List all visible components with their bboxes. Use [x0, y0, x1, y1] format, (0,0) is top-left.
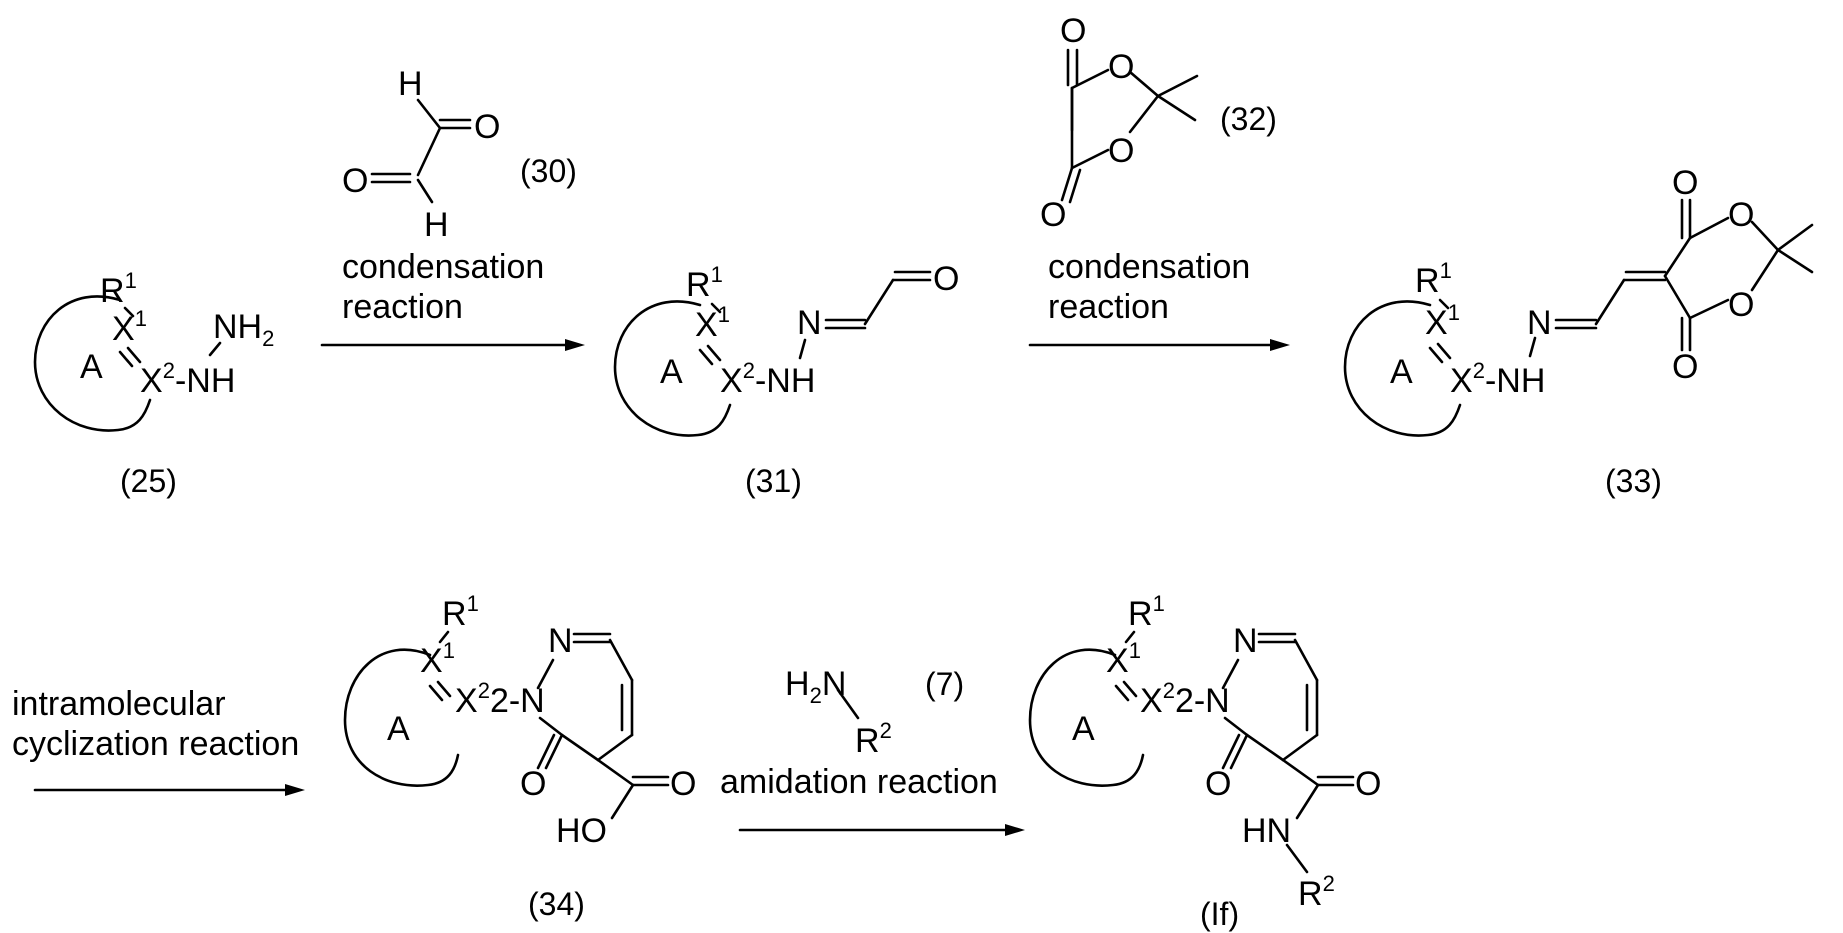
o-atom: O — [670, 765, 696, 803]
o-atom: O — [1108, 48, 1134, 86]
o-atom: O — [1060, 12, 1086, 50]
x2-n-label: X22-N — [1140, 678, 1230, 720]
n-atom: N — [797, 304, 822, 342]
r1-label: R1 — [1128, 591, 1165, 633]
r1-label: R1 — [100, 268, 137, 310]
ring-a-label: A — [1072, 710, 1095, 748]
compound-30-label: (30) — [520, 153, 577, 189]
o-atom: O — [1672, 348, 1698, 386]
o-atom: O — [933, 260, 959, 298]
step3-arrow: intramolecular cyclization reaction — [12, 685, 305, 796]
x1-label: X1 — [112, 306, 147, 348]
n-atom: N — [548, 622, 573, 660]
ring-a-label: A — [80, 348, 103, 386]
step2-text-line2: reaction — [1048, 288, 1169, 326]
compound-32-label: (32) — [1220, 101, 1277, 137]
compound-7: H2N R2 (7) — [785, 665, 964, 760]
o-atom: O — [1040, 196, 1066, 234]
o-atom: O — [1728, 196, 1754, 234]
r2-label: R2 — [1298, 871, 1335, 913]
o-atom: O — [1205, 765, 1231, 803]
o-atom: O — [520, 765, 546, 803]
x1-label: X1 — [1106, 638, 1141, 680]
n-atom: N — [1527, 304, 1552, 342]
step4-arrow: amidation reaction — [720, 763, 1025, 836]
x2-nh-label: X2-NH — [720, 358, 815, 400]
step1-arrow: condensation reaction — [322, 248, 585, 351]
compound-34: A R1 X1 X22-N N O O HO (34) — [345, 591, 696, 922]
step2-arrow: condensation reaction — [1030, 248, 1290, 351]
compound-25: A R1 X1 X2-NH NH2 (25) — [35, 268, 274, 499]
compound-7-label: (7) — [925, 666, 964, 702]
ring-a-label: A — [387, 710, 410, 748]
x2-nh-label: X2-NH — [1450, 358, 1545, 400]
x2-n-label: X22-N — [455, 678, 545, 720]
step3-text-line1: intramolecular — [12, 685, 226, 723]
compound-34-label: (34) — [528, 886, 585, 922]
x1-label: X1 — [1425, 300, 1460, 342]
o-atom: O — [474, 108, 500, 146]
compound-33: A R1 X1 X2-NH N O O O O (33) — [1345, 164, 1812, 499]
x2-nh-label: X2-NH — [140, 358, 235, 400]
compound-31-label: (31) — [745, 463, 802, 499]
o-atom: O — [342, 162, 368, 200]
r2-label: R2 — [855, 718, 892, 760]
compound-33-label: (33) — [1605, 463, 1662, 499]
o-atom: O — [1672, 164, 1698, 202]
compound-if-label: (If) — [1200, 896, 1239, 932]
x1-label: X1 — [695, 302, 730, 344]
compound-25-label: (25) — [120, 463, 177, 499]
h-atom: H — [424, 206, 449, 244]
nh2-label: NH2 — [213, 308, 274, 351]
step1-text-line1: condensation — [342, 248, 544, 286]
compound-if: A R1 X1 X22-N N O O HN R2 (If) — [1030, 591, 1381, 932]
amide-nh-label: HN — [1242, 812, 1291, 850]
compound-30: H O O H (30) — [342, 65, 577, 244]
step2-text-line1: condensation — [1048, 248, 1250, 286]
compound-32: O O O O (32) — [1040, 12, 1277, 234]
step4-text: amidation reaction — [720, 763, 998, 801]
r1-label: R1 — [686, 262, 723, 304]
compound-31: A R1 X1 X2-NH N O (31) — [615, 260, 959, 499]
x1-label: X1 — [420, 638, 455, 680]
step1-text-line2: reaction — [342, 288, 463, 326]
o-atom: O — [1108, 132, 1134, 170]
ring-a-label: A — [1390, 353, 1413, 391]
step3-text-line2: cyclization reaction — [12, 725, 299, 763]
h-atom: H — [398, 65, 423, 103]
o-atom: O — [1355, 765, 1381, 803]
h2n-label: H2N — [785, 665, 846, 708]
o-atom: O — [1728, 286, 1754, 324]
n-atom: N — [1233, 622, 1258, 660]
r1-label: R1 — [442, 591, 479, 633]
ring-a-label: A — [660, 353, 683, 391]
r1-label: R1 — [1415, 258, 1452, 300]
hydroxyl-label: HO — [556, 812, 607, 850]
